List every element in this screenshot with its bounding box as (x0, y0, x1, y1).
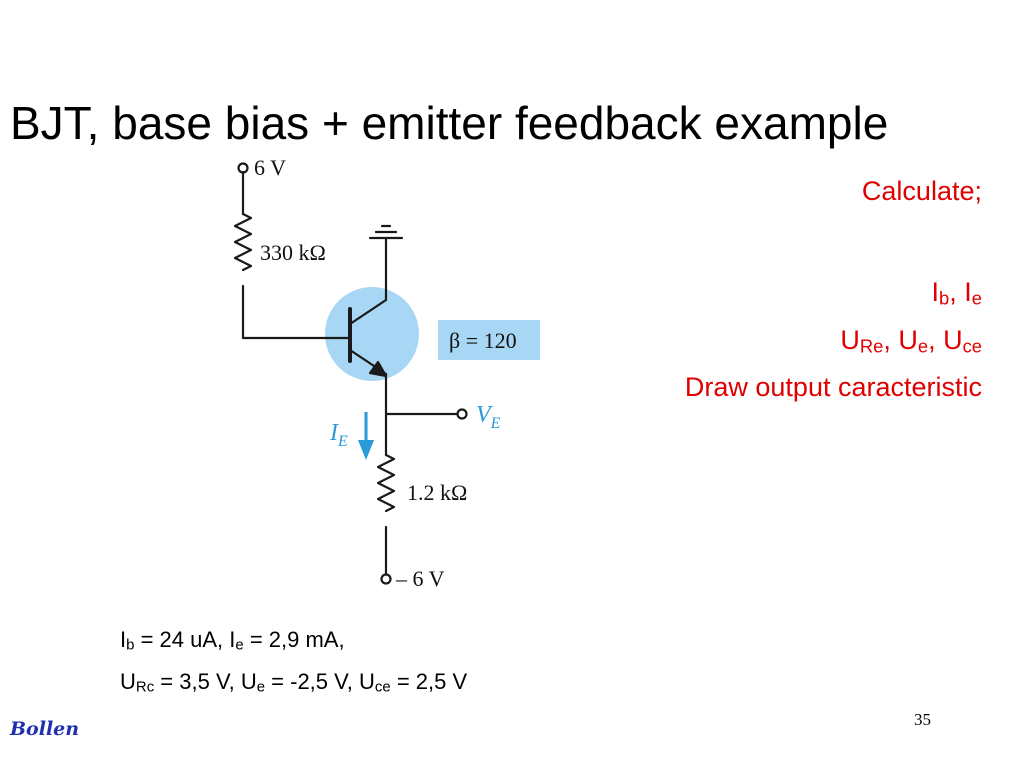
task-ure-sub: Re (859, 335, 884, 357)
ans-urc-sub: Rc (135, 678, 155, 696)
collector-lead (348, 244, 388, 326)
task-heading: Calculate; (861, 176, 982, 206)
page-number: 35 (914, 710, 931, 729)
task-ue-sub: e (917, 335, 929, 357)
ans-ib: I (120, 627, 127, 652)
ve-label: VE (476, 402, 501, 432)
ground-symbol (368, 224, 404, 240)
task-uce: U (943, 325, 963, 355)
task-ib-sub: b (939, 287, 950, 309)
task-ie-sub: e (971, 287, 982, 309)
re-label: 1.2 kΩ (407, 480, 467, 505)
ans-ie-val: = 2,9 mA, (243, 627, 345, 652)
beta-label: β = 120 (449, 328, 517, 353)
task-ib: I (931, 277, 940, 307)
base-wire (241, 284, 352, 340)
ans-urc-val: = 3,5 V, (154, 669, 241, 694)
task-line-voltages: URe, Ue, Uce (840, 325, 982, 357)
vee-label: – 6 V (395, 566, 445, 591)
beta-box (438, 320, 540, 360)
task-sep: , (949, 277, 965, 307)
ans-uce-val: = 2,5 V (390, 669, 468, 694)
slide-title: BJT, base bias + emitter feedback exampl… (10, 97, 889, 149)
task-uce-sub: ce (962, 335, 982, 357)
task-sep: , (883, 325, 899, 355)
emitter-arrow (368, 360, 388, 378)
ans-urc: U (120, 669, 136, 694)
ans-uce: U (359, 669, 375, 694)
base-resistor (233, 212, 253, 272)
task-line-draw: Draw output caracteristic (684, 372, 982, 402)
vee-terminal (380, 573, 392, 585)
ans-ue-val: = -2,5 V, (265, 669, 360, 694)
rb-label: 330 kΩ (260, 240, 326, 265)
ans-ue-sub: e (256, 678, 266, 696)
ans-uce-sub: ce (374, 678, 391, 696)
task-ie: I (964, 277, 972, 307)
ans-ib-val: = 24 uA, (134, 627, 230, 652)
task-sep: , (928, 325, 944, 355)
ie-arrowhead-icon (358, 440, 374, 460)
transistor-body (325, 287, 419, 381)
ve-terminal (456, 408, 468, 420)
ans-ib-sub: b (126, 636, 135, 654)
task-ue: U (898, 325, 918, 355)
task-line-currents: Ib, Ie (932, 277, 982, 309)
bollen-logo: Bollen (10, 718, 80, 740)
ans-ie-sub: e (235, 636, 244, 654)
answer-row-voltages: URc = 3,5 V, Ue = -2,5 V, Uce = 2,5 V (120, 669, 467, 696)
ie-label: IE (329, 420, 348, 450)
ans-ue: U (240, 669, 257, 694)
task-ure: U (840, 325, 860, 355)
answer-row-currents: Ib = 24 uA, Ie = 2,9 mA, (120, 627, 345, 654)
vcc-label: 6 V (254, 155, 286, 180)
emitter-resistor (376, 453, 396, 513)
ans-ie: I (229, 627, 236, 652)
